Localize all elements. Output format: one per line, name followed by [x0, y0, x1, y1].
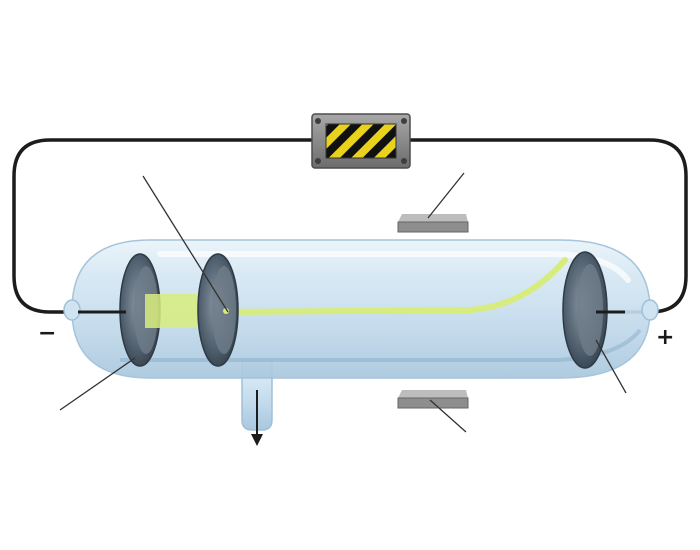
upper-plate-front [397, 221, 469, 233]
power-supply [311, 113, 411, 169]
anode-slit [223, 308, 229, 314]
pointer-line-anode-slit [142, 175, 229, 313]
hazard-stripes-icon [325, 123, 397, 159]
negative-terminal-label: − [38, 321, 56, 346]
pointer-line-lower-plate [429, 399, 467, 433]
pointer-line-screen [595, 339, 627, 394]
pointer-line-cathode [59, 357, 136, 411]
upper-deflection-plate [397, 214, 469, 233]
screw-icon [315, 158, 321, 164]
screw-icon [315, 118, 321, 124]
lower-plate-top [398, 390, 468, 398]
pointer-line-upper-plate [427, 172, 465, 219]
down-arrow-icon [251, 390, 263, 446]
tube-left-nub [63, 299, 81, 321]
screw-icon [401, 118, 407, 124]
screen-electrode [562, 251, 608, 369]
circuit-wire [12, 138, 688, 314]
positive-terminal-label: + [656, 325, 674, 350]
lower-deflection-plate [397, 390, 469, 409]
screw-icon [401, 158, 407, 164]
tube-lower-shade [120, 328, 642, 362]
anode [197, 253, 239, 367]
tube-right-nub [641, 299, 659, 321]
screen-face [577, 264, 603, 356]
upper-plate-top [398, 214, 468, 222]
beam-path [219, 257, 568, 315]
